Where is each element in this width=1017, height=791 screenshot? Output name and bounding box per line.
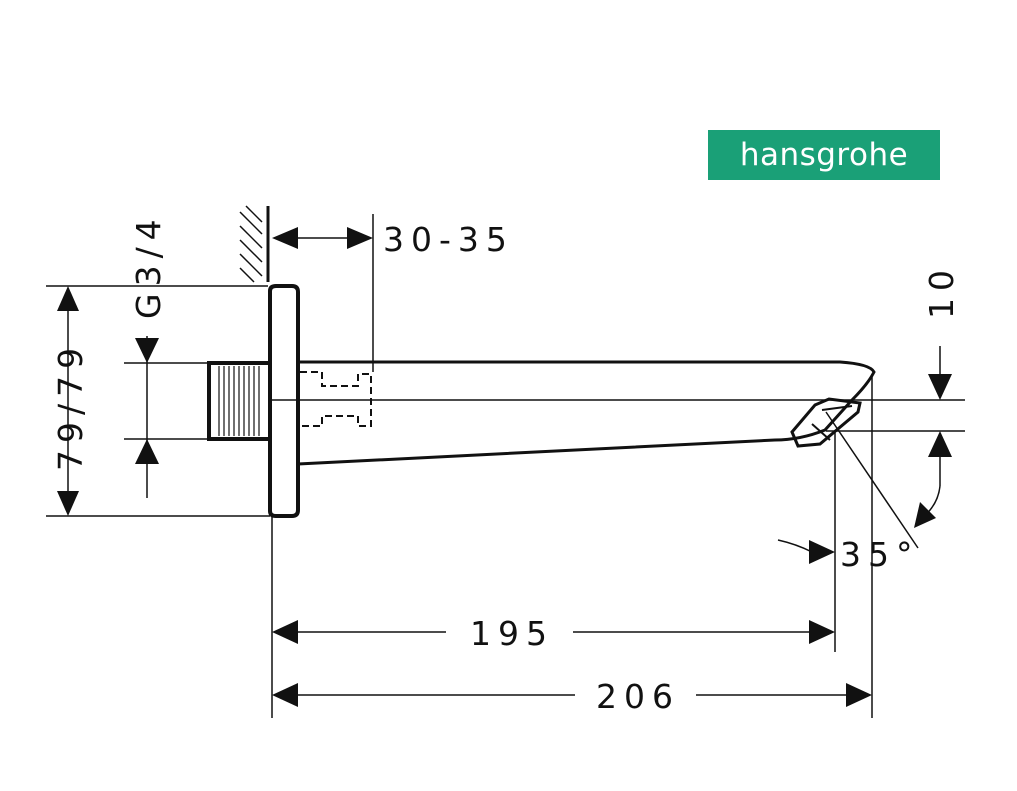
spout-body — [297, 360, 876, 466]
rosette-plate — [268, 284, 300, 518]
logo-text: hansgrohe — [739, 137, 909, 173]
label-length-outlet: 195 — [470, 614, 554, 653]
dimension-wall-depth — [272, 227, 373, 249]
label-thread: G3/4 — [129, 212, 168, 319]
dimension-angle — [777, 539, 835, 564]
dimension-rosette — [57, 286, 79, 516]
dimension-length-total — [272, 683, 872, 707]
label-angle: 35° — [840, 535, 920, 574]
thread-connector — [207, 361, 272, 441]
wall-hatching — [239, 205, 270, 283]
hansgrohe-logo: hansgrohe — [708, 130, 940, 180]
dimension-length-outlet — [272, 620, 835, 644]
label-rosette: 79/79 — [51, 341, 90, 471]
label-wall-depth: 30-35 — [383, 220, 514, 259]
dimension-outlet-drop — [914, 346, 952, 528]
extension-lines — [46, 214, 965, 718]
label-outlet-drop: 10 — [922, 263, 961, 319]
label-length-total: 206 — [596, 677, 680, 716]
dimension-thread — [135, 336, 159, 498]
